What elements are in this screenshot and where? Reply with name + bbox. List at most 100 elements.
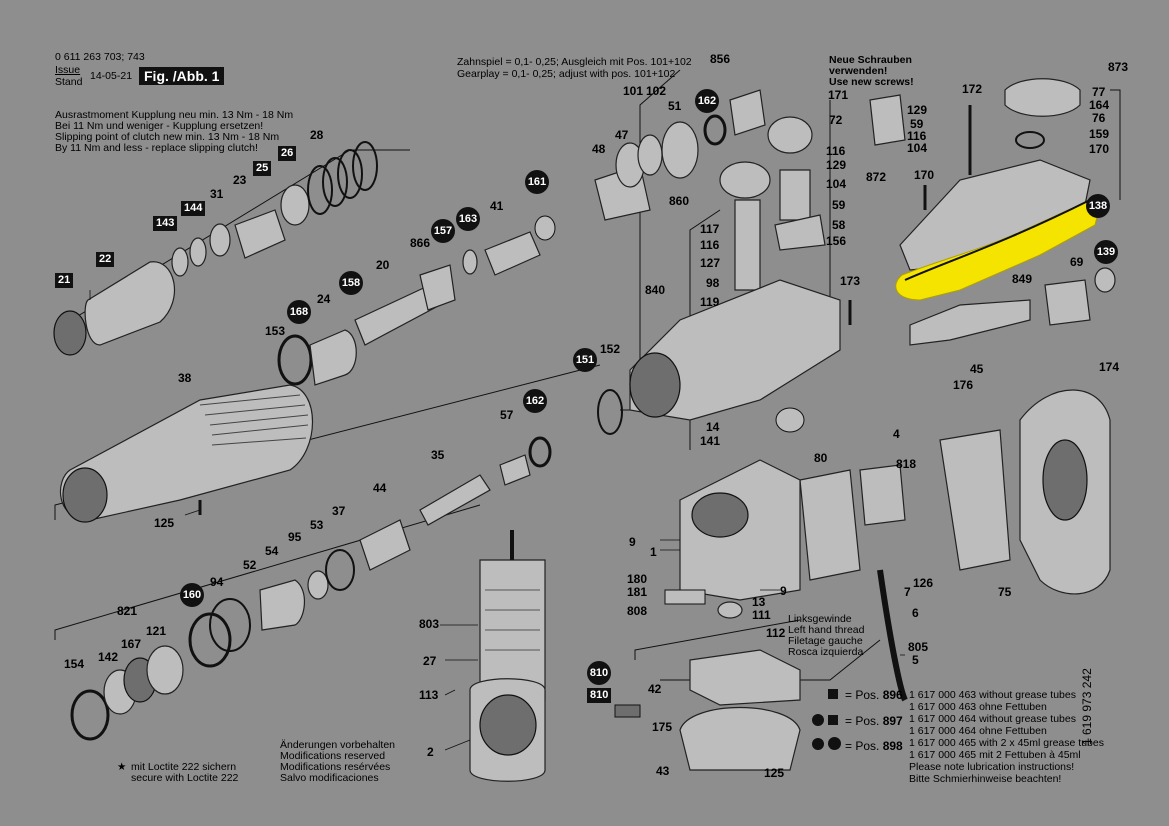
label-173: 173 bbox=[840, 274, 861, 288]
loctite-star-icon: ★ bbox=[117, 761, 127, 773]
label-41: 41 bbox=[490, 199, 504, 213]
label-117: 117 bbox=[700, 222, 720, 236]
label-6: 6 bbox=[912, 606, 919, 620]
part-171 bbox=[767, 116, 813, 154]
label-53: 53 bbox=[310, 518, 324, 532]
label-48: 48 bbox=[592, 142, 606, 156]
label-167: 167 bbox=[121, 637, 142, 651]
legend-line-1: 1 617 000 463 without grease tubes bbox=[909, 689, 1076, 701]
label-142: 142 bbox=[98, 650, 119, 664]
part-849 bbox=[909, 299, 1031, 346]
label-2: 2 bbox=[427, 745, 434, 759]
part-badge-161: 161 bbox=[525, 170, 549, 194]
part-21 bbox=[53, 310, 87, 356]
thread-note-4: Rosca izquierda bbox=[788, 646, 864, 658]
label-170-left: 170 bbox=[914, 168, 935, 182]
label-156: 156 bbox=[826, 234, 847, 248]
label-116-low: 116 bbox=[700, 238, 720, 252]
part-138-seal bbox=[904, 199, 1091, 281]
legend-pos-897: 897 bbox=[882, 714, 903, 728]
part-160-ring bbox=[209, 598, 251, 652]
part-80 bbox=[799, 469, 861, 581]
label-152: 152 bbox=[600, 342, 621, 356]
part-badge-144: 144 bbox=[181, 201, 206, 216]
part-121 bbox=[146, 645, 184, 695]
part-856 bbox=[729, 89, 766, 136]
label-101: 101 bbox=[623, 84, 644, 98]
label-57: 57 bbox=[500, 408, 514, 422]
label-170-right: 170 bbox=[1089, 142, 1110, 156]
legend-line-8: Bitte Schmierhinweise beachten! bbox=[909, 773, 1062, 785]
part-174-grip bbox=[1042, 439, 1088, 521]
part-badge-151: 151 bbox=[573, 348, 597, 372]
part-168-ring bbox=[277, 334, 313, 386]
legend-line-5: 1 617 000 465 with 2 x 45ml grease tubes bbox=[909, 737, 1104, 749]
circle-bullet-icon bbox=[812, 714, 824, 726]
part-22 bbox=[84, 261, 175, 346]
part-860 bbox=[719, 161, 771, 199]
label-856: 856 bbox=[710, 52, 731, 66]
part-35 bbox=[419, 474, 491, 526]
legend-line-2: 1 617 000 463 ohne Fettuben bbox=[909, 701, 1047, 713]
label-821: 821 bbox=[117, 604, 138, 618]
screws-note-3: Use new screws! bbox=[829, 76, 914, 88]
doc-number: 0 611 263 703; 743 bbox=[55, 51, 145, 63]
label-171: 171 bbox=[828, 88, 849, 102]
part-152-ring bbox=[597, 389, 623, 435]
label-127: 127 bbox=[700, 256, 721, 270]
part-51 bbox=[661, 121, 699, 179]
gear-parts bbox=[594, 89, 906, 291]
part-119-bore bbox=[629, 352, 681, 418]
label-13: 13 bbox=[752, 595, 766, 609]
label-176: 176 bbox=[953, 378, 974, 392]
label-51: 51 bbox=[668, 99, 682, 113]
label-840: 840 bbox=[645, 283, 666, 297]
label-1: 1 bbox=[650, 545, 657, 559]
label-872: 872 bbox=[866, 170, 887, 184]
label-59-top: 59 bbox=[910, 117, 924, 131]
label-113: 113 bbox=[419, 688, 439, 702]
screws-note-1: Neue Schrauben bbox=[829, 54, 912, 66]
part-43 bbox=[679, 707, 801, 771]
clutch-note-2: Bei 11 Nm und weniger - Kupplung ersetze… bbox=[55, 120, 264, 132]
label-180: 180 bbox=[627, 572, 648, 586]
part-37 bbox=[325, 549, 355, 591]
label-75: 75 bbox=[998, 585, 1012, 599]
legend-line-3: 1 617 000 464 without grease tubes bbox=[909, 713, 1076, 725]
part-161 bbox=[534, 215, 556, 241]
label-104-mid: 104 bbox=[826, 177, 847, 191]
changes-note-1: Änderungen vorbehalten bbox=[280, 739, 396, 751]
label-24: 24 bbox=[317, 292, 331, 306]
label-20: 20 bbox=[376, 258, 390, 272]
label-94: 94 bbox=[210, 575, 224, 589]
part-144 bbox=[189, 237, 207, 267]
part-6-cable bbox=[877, 569, 908, 702]
label-164: 164 bbox=[1089, 98, 1110, 112]
label-154: 154 bbox=[64, 657, 85, 671]
label-9-left: 9 bbox=[629, 535, 636, 549]
label-126: 126 bbox=[913, 576, 934, 590]
part-badge-810-square: 810 bbox=[587, 688, 612, 703]
circle-bullet-icon bbox=[812, 738, 824, 750]
part-104 bbox=[779, 169, 811, 221]
label-28: 28 bbox=[310, 128, 324, 142]
part-808 bbox=[664, 589, 706, 605]
label-125-left: 125 bbox=[154, 516, 175, 530]
label-58: 58 bbox=[832, 218, 846, 232]
label-47: 47 bbox=[615, 128, 629, 142]
label-59-mid: 59 bbox=[832, 198, 846, 212]
part-badge-160: 160 bbox=[180, 583, 204, 607]
part-162-oring bbox=[703, 114, 727, 146]
part-badge-168: 168 bbox=[287, 300, 311, 324]
part-23 bbox=[234, 209, 286, 259]
legend-pos-896: 896 bbox=[882, 688, 903, 702]
legend-line-7: Please note lubrication instructions! bbox=[909, 761, 1075, 773]
part-75 bbox=[939, 429, 1011, 571]
part-76-knob bbox=[1004, 78, 1081, 117]
legend-pos-prefix: = Pos. bbox=[845, 688, 880, 702]
part-badge-139: 139 bbox=[1094, 240, 1118, 264]
label-866: 866 bbox=[410, 236, 431, 250]
motor-parts bbox=[469, 530, 546, 782]
label-805: 805 bbox=[908, 640, 929, 654]
stand-label: Stand bbox=[55, 76, 83, 88]
